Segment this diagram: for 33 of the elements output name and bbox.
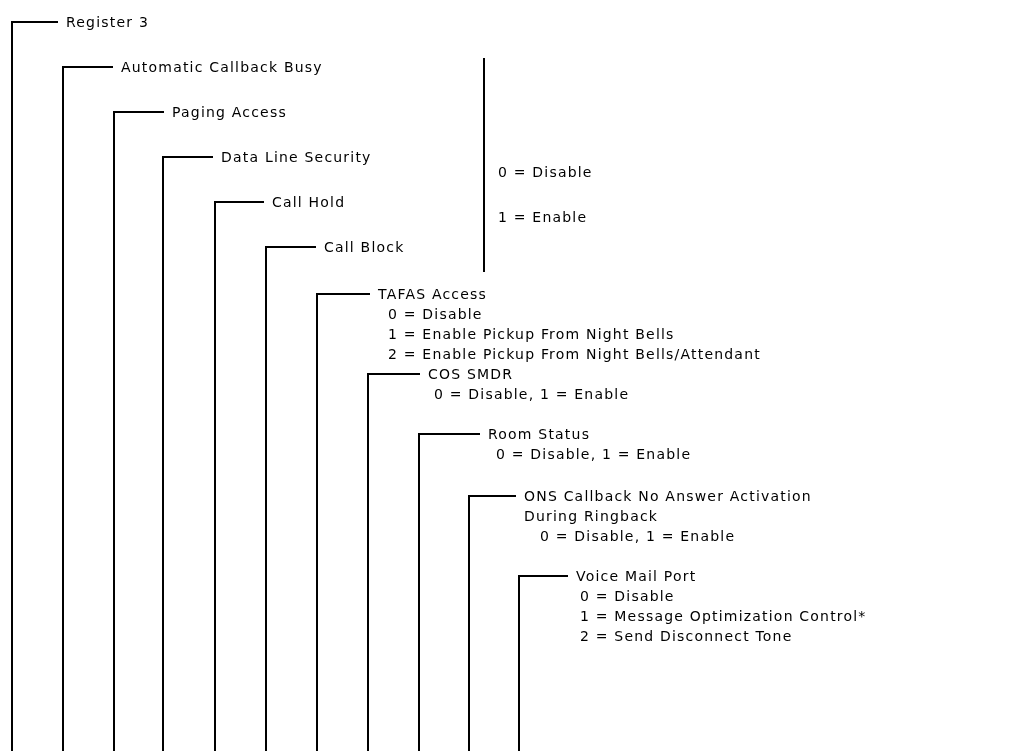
leader-line xyxy=(316,293,371,751)
field-name: Voice Mail Port xyxy=(576,567,697,586)
field-name: Register 3 xyxy=(66,13,149,32)
field-name: Paging Access xyxy=(172,103,287,122)
leader-line xyxy=(518,575,569,751)
leader-line xyxy=(113,111,165,751)
field-name: COS SMDR xyxy=(428,365,514,384)
leader-line xyxy=(367,373,421,751)
field-name: TAFAS Access xyxy=(378,285,488,304)
option-text: 0 = Disable xyxy=(580,587,675,606)
option-text: 0 = Disable, 1 = Enable xyxy=(496,445,692,464)
option-text: 1 = Enable Pickup From Night Bells xyxy=(388,325,675,344)
option-text: 0 = Disable, 1 = Enable xyxy=(434,385,630,404)
leader-line xyxy=(162,156,214,751)
field-name: ONS Callback No Answer Activation During Ringback xyxy=(524,487,813,526)
option-text: 1 = Enable xyxy=(498,208,588,227)
field-name: Data Line Security xyxy=(221,148,372,167)
field-name: Call Block xyxy=(324,238,405,257)
field-name: Automatic Callback Busy xyxy=(121,58,323,77)
option-text: 2 = Send Disconnect Tone xyxy=(580,627,793,646)
option-text: 1 = Message Optimization Control* xyxy=(580,607,867,626)
option-text: 0 = Disable xyxy=(388,305,483,324)
option-text: 0 = Disable xyxy=(498,163,593,182)
leader-line xyxy=(418,433,481,751)
leader-line xyxy=(214,201,265,751)
leader-line xyxy=(468,495,517,751)
option-text: 0 = Disable, 1 = Enable xyxy=(540,527,736,546)
field-name: Room Status xyxy=(488,425,591,444)
field-name: Call Hold xyxy=(272,193,346,212)
leader-line xyxy=(62,66,114,751)
leader-line xyxy=(11,21,59,751)
option-text: 2 = Enable Pickup From Night Bells/Attendant xyxy=(388,345,761,364)
leader-line xyxy=(265,246,317,751)
